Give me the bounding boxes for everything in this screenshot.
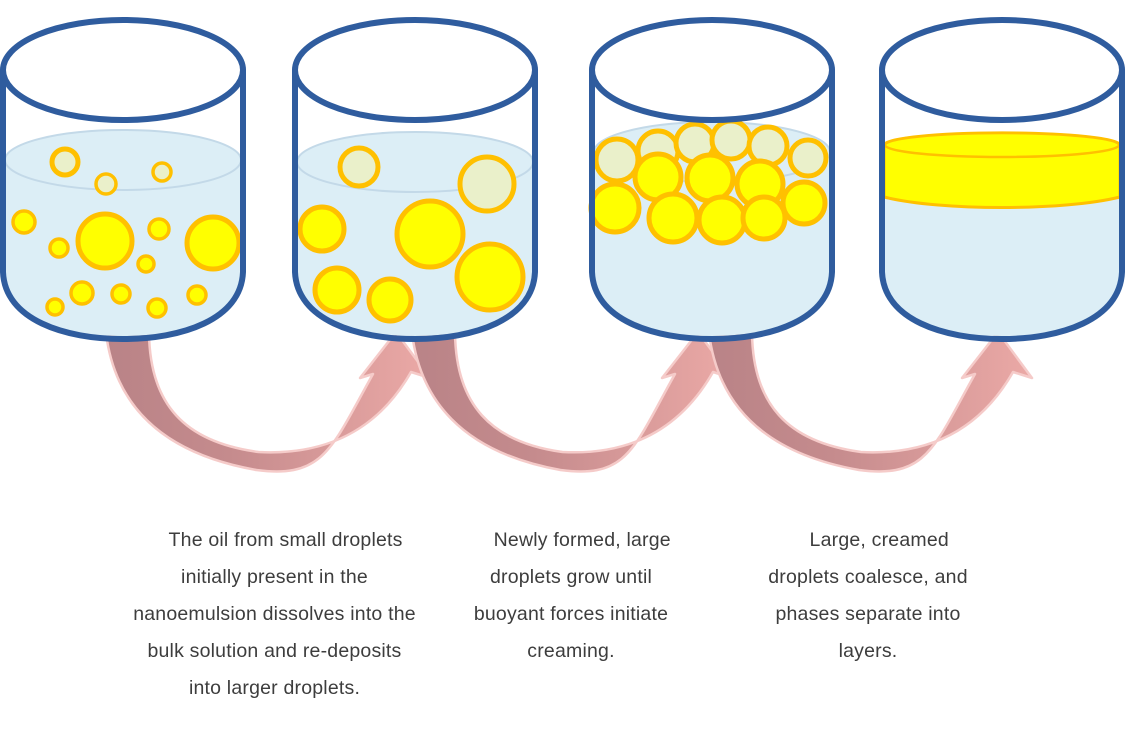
oil-droplet [45, 297, 65, 317]
liquid [884, 197, 1120, 336]
faded-oil-droplet [709, 118, 753, 162]
oil-droplet [147, 217, 171, 241]
faded-oil-droplet [337, 145, 381, 189]
oil-droplet [740, 194, 788, 242]
caption-box-separation: Large, creamed droplets coalesce, and ph… [748, 477, 988, 662]
oil-droplet [454, 241, 526, 313]
oil-droplet [780, 179, 828, 227]
caption-box-creaming: Newly formed, large droplets grow until … [457, 477, 685, 662]
oil-droplet [69, 280, 95, 306]
oil-droplet [696, 194, 748, 246]
beaker-ripening [292, 17, 538, 342]
beaker-glass [0, 67, 246, 342]
oil-droplet [184, 214, 242, 272]
arrow-2 [410, 330, 734, 473]
oil-droplet [684, 152, 736, 204]
beaker-rim [0, 17, 246, 123]
oil-droplet [136, 254, 156, 274]
arrow-3 [707, 330, 1034, 473]
arrow-1 [104, 330, 432, 473]
beaker-phase-separated [879, 17, 1125, 342]
oil-layer-surface [883, 131, 1121, 159]
oil-droplet [394, 198, 466, 270]
beaker-rim [589, 17, 835, 123]
faded-oil-droplet [151, 161, 173, 183]
beaker-creaming [588, 17, 835, 342]
beaker-glass [589, 67, 835, 342]
caption-text: Newly formed, large droplets grow until … [473, 529, 671, 662]
oil-droplet [646, 191, 700, 245]
oil-droplet [48, 237, 70, 259]
faded-oil-droplet [457, 154, 517, 214]
process-diagram: The oil from small droplets initially pr… [0, 17, 1125, 699]
beaker-glass [879, 67, 1125, 342]
caption-text: The oil from small droplets initially pr… [133, 529, 416, 699]
oil-droplet [186, 284, 208, 306]
oil-droplet [75, 211, 135, 271]
faded-oil-droplet [49, 146, 81, 178]
oil-droplet [297, 204, 347, 254]
beaker-rim [292, 17, 538, 123]
beaker-rim [879, 17, 1125, 123]
oil-droplet [11, 209, 37, 235]
oil-droplet [366, 276, 414, 324]
oil-droplet [110, 283, 132, 305]
faded-oil-droplet [787, 137, 829, 179]
beakers-and-arrows-canvas [0, 17, 1125, 473]
caption-text: Large, creamed droplets coalesce, and ph… [768, 529, 968, 662]
oil-droplet [146, 297, 168, 319]
beaker-nanoemulsion [0, 17, 246, 342]
faded-oil-droplet [94, 172, 118, 196]
faded-oil-droplet [593, 136, 641, 184]
caption-box-dissolution: The oil from small droplets initially pr… [112, 477, 437, 699]
beaker-glass [292, 67, 538, 342]
oil-droplet [312, 265, 362, 315]
oil-droplet [588, 181, 642, 235]
